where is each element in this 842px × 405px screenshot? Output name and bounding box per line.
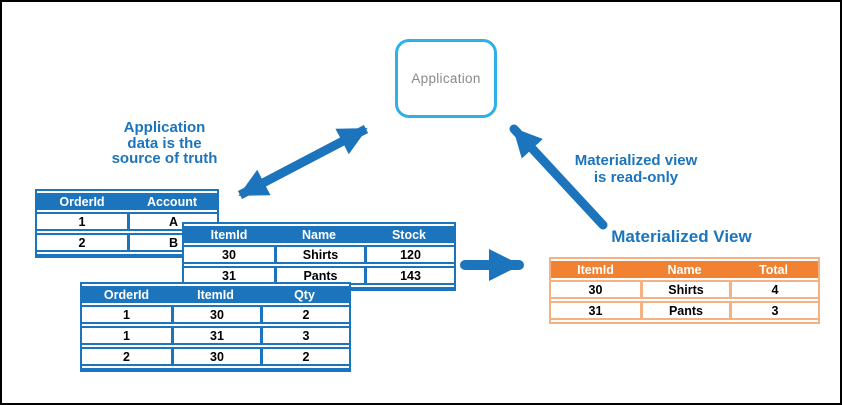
table-cell: 143 (364, 266, 454, 285)
table-cell: Pants (640, 301, 729, 320)
sync-arrow-icon (237, 125, 369, 199)
table-cell: 30 (551, 280, 640, 299)
table-cell: 2 (82, 347, 171, 366)
column-header: Qty (260, 286, 349, 303)
table-cell: 3 (729, 301, 818, 320)
column-header: Name (640, 261, 729, 278)
table-cell: 30 (184, 245, 274, 264)
table-cell: 1 (82, 326, 171, 345)
application-node-label: Application (411, 71, 481, 86)
table-cell: 1 (37, 212, 127, 231)
column-header: ItemId (551, 261, 640, 278)
table-cell: Shirts (640, 280, 729, 299)
table-cell: A (127, 212, 217, 231)
table-cell: 2 (260, 305, 349, 324)
table-cell: 31 (171, 326, 260, 345)
table-cell: B (127, 233, 217, 252)
column-header: Name (274, 226, 364, 243)
table-cell: 30 (171, 347, 260, 366)
column-header: Total (729, 261, 818, 278)
application-node: Application (395, 39, 497, 118)
table-cell: 120 (364, 245, 454, 264)
table-cell: Shirts (274, 245, 364, 264)
read-only-note: Materialized view is read-only (562, 152, 710, 186)
column-header: ItemId (184, 226, 274, 243)
column-header: OrderId (82, 286, 171, 303)
note-line: source of truth (111, 150, 218, 167)
column-header: OrderId (37, 193, 127, 210)
table-cell: 2 (37, 233, 127, 252)
table-cell: 2 (260, 347, 349, 366)
note-line: Application (123, 119, 206, 136)
column-header: Account (127, 193, 217, 210)
column-header: ItemId (171, 286, 260, 303)
table-cell: 3 (260, 326, 349, 345)
note-line: Materialized view (574, 152, 698, 169)
note-line: is read-only (593, 169, 679, 186)
materialized-view-title: Materialized View (611, 227, 752, 246)
table-cell: 30 (171, 305, 260, 324)
table-cell: 31 (551, 301, 640, 320)
note-line: data is the (127, 134, 202, 152)
source-of-truth-note: Application data is the source of truth (87, 120, 242, 167)
table-cell: 1 (82, 305, 171, 324)
column-header: Stock (364, 226, 454, 243)
table-cell: 4 (729, 280, 818, 299)
